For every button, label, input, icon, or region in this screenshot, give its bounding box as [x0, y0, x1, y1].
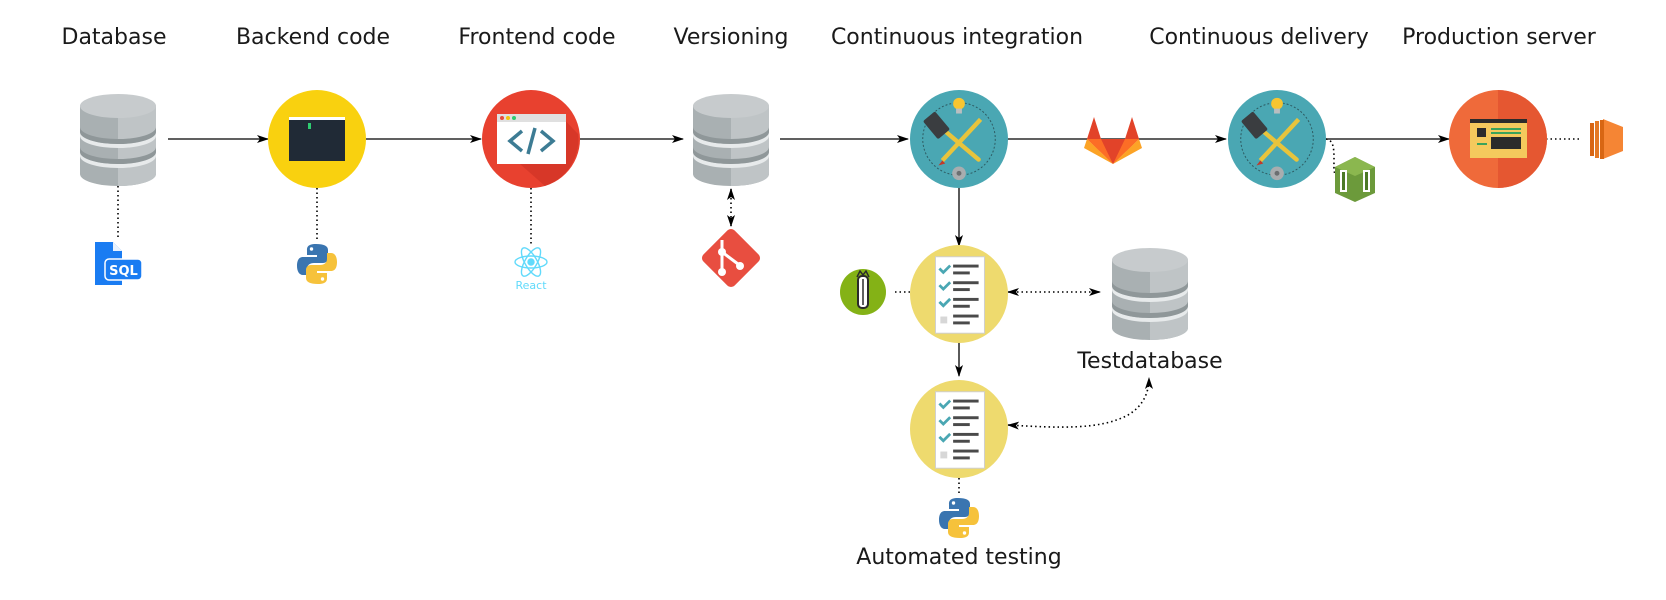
code-browser-icon [497, 114, 566, 164]
stage-title-production: Production server [1402, 25, 1597, 50]
node-versioning[interactable] [693, 94, 769, 186]
stage-title-ci: Continuous integration [831, 25, 1083, 50]
node-test2[interactable] [910, 380, 1008, 478]
aws-codedeploy-icon [1335, 157, 1375, 202]
node-cd[interactable] [1228, 90, 1326, 188]
node-testdatabase[interactable] [1112, 248, 1188, 340]
git-logo-icon [701, 228, 761, 288]
stage-title-backend: Backend code [236, 25, 390, 50]
python-logo-icon [297, 244, 337, 284]
node-backend[interactable] [268, 90, 366, 188]
react-logo-label: React [515, 279, 547, 292]
gitlab-logo-icon [1084, 117, 1142, 164]
stage-title-database: Database [62, 25, 167, 50]
database-cylinder-icon [1112, 248, 1188, 340]
stage-title-versioning: Versioning [674, 25, 789, 50]
database-cylinder-icon [80, 94, 156, 186]
checklist-icon [910, 245, 1008, 343]
sql-file-icon: SQL [95, 242, 143, 285]
sql-file-label: SQL [109, 264, 138, 279]
checklist-icon [910, 380, 1008, 478]
stage-title-cd: Continuous delivery [1149, 25, 1369, 50]
build-tools-icon [1228, 90, 1326, 188]
web-server-icon [1470, 119, 1527, 158]
dotted-connectors [117, 138, 1580, 496]
python-logo-icon [939, 498, 979, 538]
node-test1[interactable] [910, 245, 1008, 343]
terminal-window-icon [289, 117, 345, 161]
pytest-logo-icon [840, 269, 886, 315]
build-tools-icon [910, 90, 1008, 188]
react-logo-icon: React [514, 247, 548, 292]
connector-test2-testdatabase [1007, 377, 1153, 430]
automated-testing-label: Automated testing [856, 545, 1061, 570]
node-ci[interactable] [910, 90, 1008, 188]
node-production[interactable] [1449, 90, 1547, 188]
testdatabase-label: Testdatabase [1076, 349, 1222, 374]
stage-title-frontend: Frontend code [458, 25, 615, 50]
node-frontend[interactable] [482, 90, 580, 188]
database-cylinder-icon [693, 94, 769, 186]
stage-titles: Database Backend code Frontend code Vers… [62, 25, 1597, 50]
aws-ec2-icon [1590, 119, 1623, 159]
node-database[interactable] [80, 94, 156, 186]
